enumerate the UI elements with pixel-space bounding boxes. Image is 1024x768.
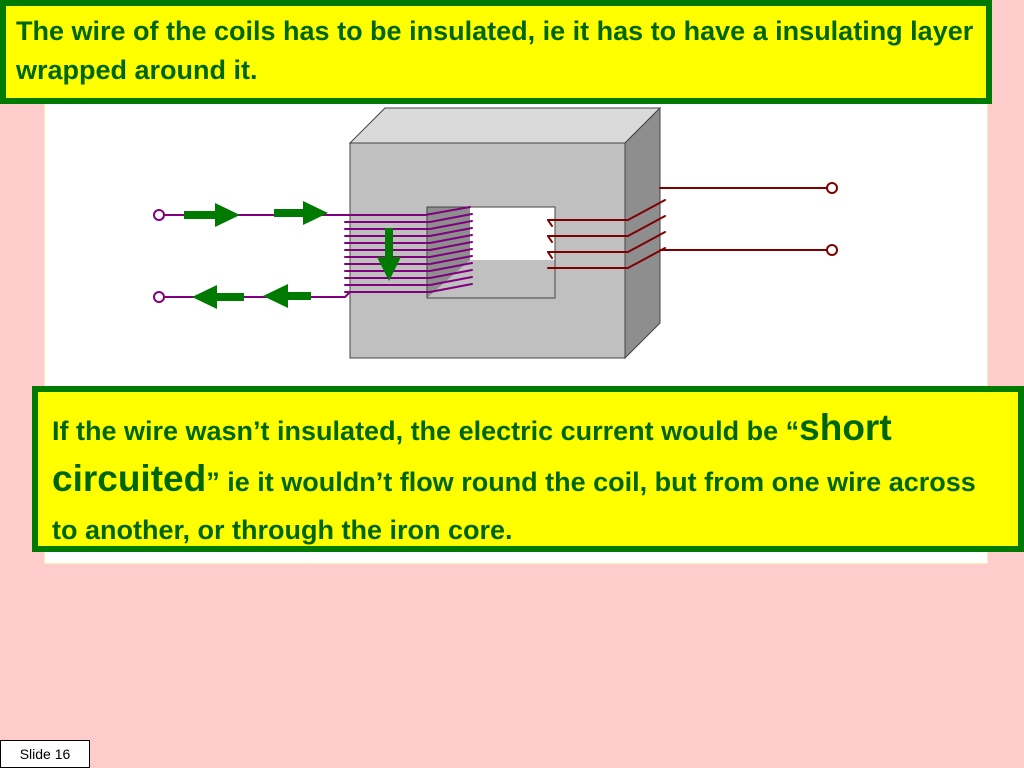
primary-terminal-bottom xyxy=(153,291,165,303)
primary-terminal-top xyxy=(153,209,165,221)
secondary-terminal-top xyxy=(826,182,838,194)
arrow-left-icon xyxy=(192,285,244,309)
core-side-face xyxy=(624,106,661,360)
short-circuit-emphasis: short circuited xyxy=(52,407,892,499)
arrow-left-icon xyxy=(263,284,311,308)
arrow-down-icon xyxy=(377,228,401,281)
core-hole-bottom-face xyxy=(427,260,555,298)
secondary-terminal-bottom xyxy=(826,244,838,256)
short-circuit-text-end: ” ie it wouldn’t flow round the coil, bu… xyxy=(52,467,976,545)
arrow-right-icon xyxy=(274,201,328,225)
insulation-callout-text: The wire of the coils has to be insulate… xyxy=(16,16,974,85)
insulation-callout: The wire of the coils has to be insulate… xyxy=(0,0,992,104)
core-top-face xyxy=(348,107,662,144)
short-circuit-text-start: If the wire wasn’t insulated, the electr… xyxy=(52,416,800,446)
short-circuit-callout: If the wire wasn’t insulated, the electr… xyxy=(32,386,1024,552)
core-hole-back xyxy=(470,207,555,260)
iron-core xyxy=(348,106,662,360)
arrow-right-icon xyxy=(184,203,240,227)
slide-number: Slide 16 xyxy=(0,740,90,768)
secondary-coil xyxy=(547,187,828,269)
